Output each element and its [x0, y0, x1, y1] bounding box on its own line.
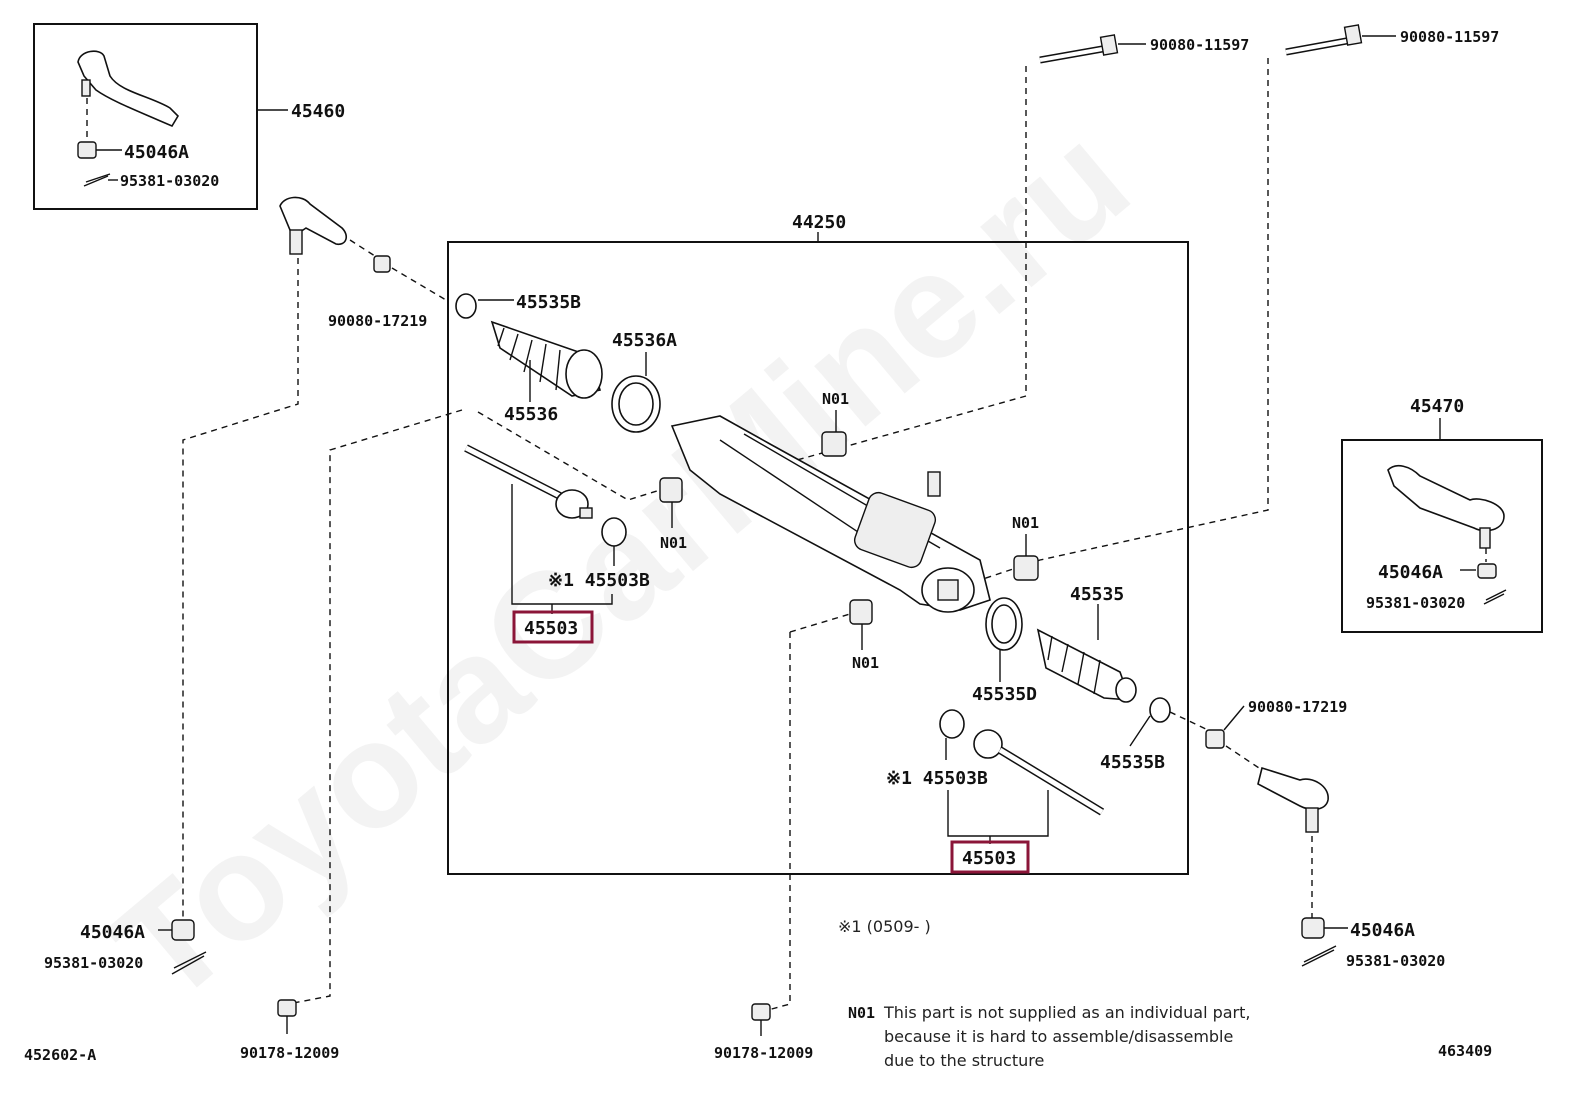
diagram-code-left: 452602-A: [24, 1046, 96, 1064]
bushing-N01-bottom[interactable]: [849, 599, 873, 625]
note-line-1: This part is not supplied as an individu…: [883, 1003, 1251, 1022]
clamp-45535B-right[interactable]: [1149, 697, 1171, 723]
label-90080-17219-left[interactable]: 90080-17219: [328, 312, 427, 330]
clamp-45535B-left[interactable]: [455, 293, 477, 319]
label-45503-right[interactable]: 45503: [962, 848, 1016, 869]
label-N01-right[interactable]: N01: [1012, 514, 1039, 532]
nut-45046A-right-inset[interactable]: [1477, 563, 1497, 579]
label-45535D[interactable]: 45535D: [972, 684, 1037, 705]
label-45536A[interactable]: 45536A: [612, 330, 677, 351]
bushing-N01-top[interactable]: [821, 431, 847, 457]
clamp-45535D[interactable]: [985, 597, 1023, 651]
label-45460[interactable]: 45460: [291, 101, 345, 122]
cotter-pin-top[interactable]: [83, 173, 111, 187]
label-44250[interactable]: 44250: [792, 212, 846, 233]
note-tag-N01: N01: [848, 1004, 875, 1022]
tie-rod-end-45460[interactable]: [77, 50, 180, 128]
bolt-90178-12009-a[interactable]: [277, 999, 297, 1034]
label-45046A-top[interactable]: 45046A: [124, 142, 189, 163]
bolt-90080-11597-a[interactable]: [1039, 34, 1119, 64]
washer-45503B-left[interactable]: [601, 517, 627, 547]
tie-rod-end-right[interactable]: [1257, 766, 1329, 833]
boot-45535[interactable]: [1036, 628, 1137, 703]
highlight-45503-right: [950, 840, 1030, 874]
assembly-box-44250: [447, 241, 1189, 875]
label-90178-12009-b[interactable]: 90178-12009: [714, 1044, 813, 1062]
label-95381-right[interactable]: 95381-03020: [1366, 594, 1465, 612]
label-45503B-left[interactable]: ※1 45503B: [548, 570, 650, 591]
label-95381-bottom-right[interactable]: 95381-03020: [1346, 952, 1445, 970]
footnote-x1: ※1 (0509- ): [838, 917, 931, 936]
bushing-N01-left[interactable]: [659, 477, 683, 503]
nut-45046A-bottom-right[interactable]: [1301, 917, 1325, 939]
note-line-2: because it is hard to assemble/disassemb…: [884, 1027, 1233, 1046]
note-line-3: due to the structure: [884, 1051, 1044, 1070]
inset-box-45470: [1341, 439, 1543, 633]
label-90080-11597-b[interactable]: 90080-11597: [1400, 28, 1499, 46]
clamp-45536A[interactable]: [611, 375, 661, 433]
nut-90080-17219-left[interactable]: [373, 255, 391, 273]
label-45535B-left[interactable]: 45535B: [516, 292, 581, 313]
label-95381-bottom-left[interactable]: 95381-03020: [44, 954, 143, 972]
label-45046A-bottom-left[interactable]: 45046A: [80, 922, 145, 943]
bolt-90178-12009-b[interactable]: [751, 1003, 771, 1036]
bushing-N01-right[interactable]: [1013, 555, 1039, 581]
nut-90080-17219-right[interactable]: [1205, 729, 1225, 749]
label-45535B-right[interactable]: 45535B: [1100, 752, 1165, 773]
label-45535[interactable]: 45535: [1070, 584, 1124, 605]
label-90080-17219-right[interactable]: 90080-17219: [1248, 698, 1347, 716]
label-45046A-right[interactable]: 45046A: [1378, 562, 1443, 583]
highlight-45503-left: [512, 610, 594, 644]
tie-rod-end-45470[interactable]: [1387, 464, 1505, 549]
label-45470[interactable]: 45470: [1410, 396, 1464, 417]
label-N01-bottom[interactable]: N01: [852, 654, 879, 672]
cotter-pin-bottom-left[interactable]: [171, 951, 207, 975]
steering-rack-housing[interactable]: [670, 415, 991, 613]
tie-rod-45503-right[interactable]: [973, 729, 1105, 816]
nut-45046A-bottom-left[interactable]: [171, 919, 195, 941]
label-90178-12009-a[interactable]: 90178-12009: [240, 1044, 339, 1062]
label-45536[interactable]: 45536: [504, 404, 558, 425]
label-90080-11597-a[interactable]: 90080-11597: [1150, 36, 1249, 54]
nut-45046A-top[interactable]: [77, 141, 97, 159]
tie-rod-45503-left[interactable]: [464, 444, 593, 519]
watermark: ToyotaCarMine.ru: [83, 93, 1159, 1034]
label-N01-left[interactable]: N01: [660, 534, 687, 552]
cotter-pin-bottom-right[interactable]: [1301, 945, 1337, 967]
cotter-pin-right-inset[interactable]: [1483, 589, 1507, 605]
label-45503B-right[interactable]: ※1 45503B: [886, 768, 988, 789]
label-45046A-bottom-right[interactable]: 45046A: [1350, 920, 1415, 941]
diagram-code-right: 463409: [1438, 1042, 1492, 1060]
bolt-90080-11597-b[interactable]: [1285, 24, 1363, 56]
label-95381-top[interactable]: 95381-03020: [120, 172, 219, 190]
tie-rod-end-left[interactable]: [279, 196, 348, 255]
inset-box-45460: [33, 23, 258, 210]
label-N01-top[interactable]: N01: [822, 390, 849, 408]
washer-45503B-right[interactable]: [939, 709, 965, 739]
boot-45536[interactable]: [490, 320, 603, 399]
label-45503-left[interactable]: 45503: [524, 618, 578, 639]
